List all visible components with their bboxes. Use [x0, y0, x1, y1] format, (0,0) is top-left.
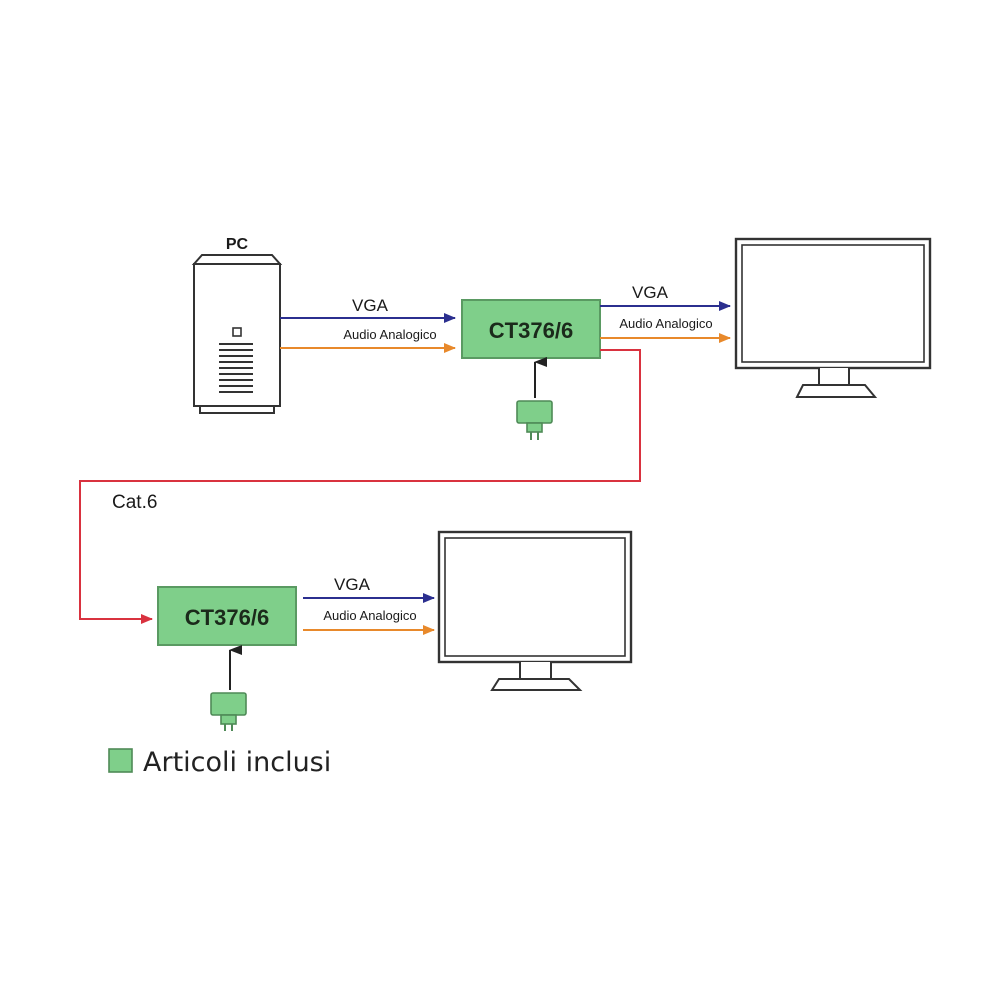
vga-label-pc: VGA — [352, 296, 389, 315]
cat6-label: Cat.6 — [112, 492, 157, 513]
power-adapter-icon — [210, 692, 247, 731]
cat6-cable — [79, 349, 641, 624]
vga-label-transmitter-out: VGA — [632, 283, 669, 302]
receiver-label: CT376/6 — [185, 605, 269, 630]
pc-label: PC — [226, 236, 249, 253]
receiver-device — [157, 586, 297, 646]
audio-label-pc: Audio Analogico — [343, 327, 436, 342]
monitor-1-icon — [734, 237, 932, 398]
audio-label-receiver-out: Audio Analogico — [323, 608, 416, 623]
audio-label-transmitter-out: Audio Analogico — [619, 316, 712, 331]
monitor-2-icon — [437, 530, 633, 691]
legend-label: Articoli inclusi — [143, 747, 331, 778]
transmitter-label: CT376/6 — [489, 318, 573, 343]
legend-swatch — [108, 748, 133, 773]
transmitter-device — [461, 299, 601, 359]
power-adapter-icon — [516, 400, 553, 440]
pc-tower-icon — [191, 254, 283, 414]
vga-label-receiver-out: VGA — [334, 575, 371, 594]
